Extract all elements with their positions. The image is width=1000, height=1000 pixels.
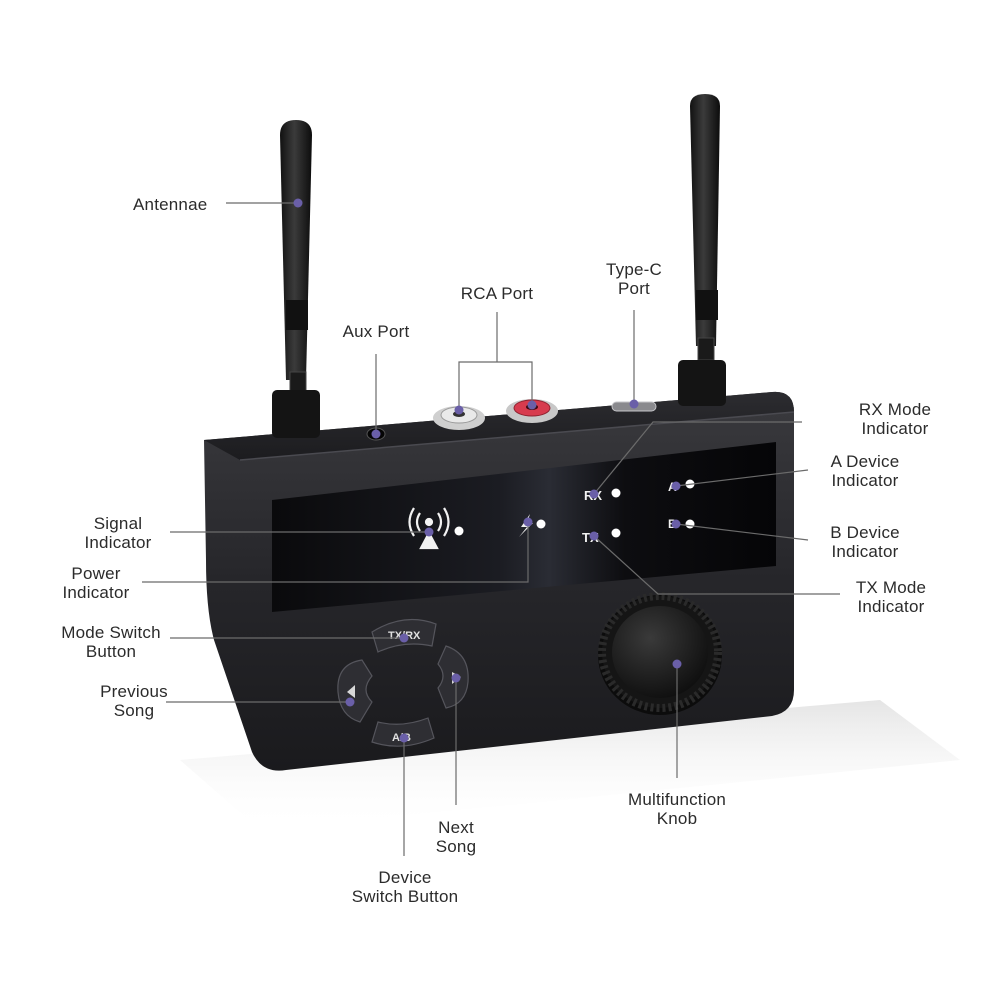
marker-next — [451, 673, 461, 683]
label-a-device: A Device Indicator — [830, 452, 900, 490]
label-power: Power Indicator — [62, 564, 130, 602]
leader-lines — [142, 202, 840, 856]
multifunction-knob[interactable] — [598, 592, 722, 715]
floor-shadow — [180, 700, 960, 830]
marker-rx — [589, 489, 599, 499]
marker-power — [523, 517, 533, 527]
previous-song-button[interactable] — [337, 659, 373, 723]
marker-antennae — [293, 198, 303, 208]
marker-dots — [293, 198, 682, 743]
label-aux-port: Aux Port — [342, 322, 410, 341]
marker-b — [671, 519, 681, 529]
marker-rca-red — [527, 400, 537, 410]
label-rca-port: RCA Port — [460, 284, 534, 303]
marker-tx — [589, 531, 599, 541]
marker-typec — [629, 399, 639, 409]
label-rx-mode: RX Mode Indicator — [858, 400, 932, 438]
left-antenna — [272, 120, 320, 438]
marker-signal — [424, 527, 434, 537]
label-multifunction-knob: Multifunction Knob — [627, 790, 727, 828]
marker-device — [399, 733, 409, 743]
marker-mode — [399, 633, 409, 643]
rx-led — [611, 488, 621, 498]
right-antenna — [678, 94, 726, 406]
leader-a — [675, 469, 809, 487]
b-led — [685, 519, 695, 529]
label-typec-port: Type-C Port — [606, 260, 662, 298]
leader-rx — [593, 421, 802, 495]
leader-b — [675, 523, 809, 541]
label-tx-mode: TX Mode Indicator — [855, 578, 927, 616]
leader-rca — [458, 361, 533, 410]
label-previous-song: Previous Song — [100, 682, 168, 720]
label-signal: Signal Indicator — [84, 514, 152, 552]
marker-knob — [672, 659, 682, 669]
marker-prev — [345, 697, 355, 707]
power-led — [536, 519, 546, 529]
device-top-edge — [239, 411, 795, 461]
label-next-song: Next Song — [435, 818, 477, 856]
signal-indicator-icon — [408, 507, 450, 550]
label-antennae: Antennae — [133, 195, 208, 214]
leader-power — [142, 522, 529, 583]
marker-a — [671, 481, 681, 491]
label-mode-switch: Mode Switch Button — [61, 623, 161, 661]
label-b-device: B Device Indicator — [830, 523, 900, 561]
marker-aux — [371, 429, 381, 439]
leader-tx — [593, 535, 840, 595]
marker-rca-white — [454, 405, 464, 415]
signal-led — [454, 526, 464, 536]
label-device-switch: Device Switch Button — [351, 868, 459, 906]
tx-led — [611, 528, 621, 538]
